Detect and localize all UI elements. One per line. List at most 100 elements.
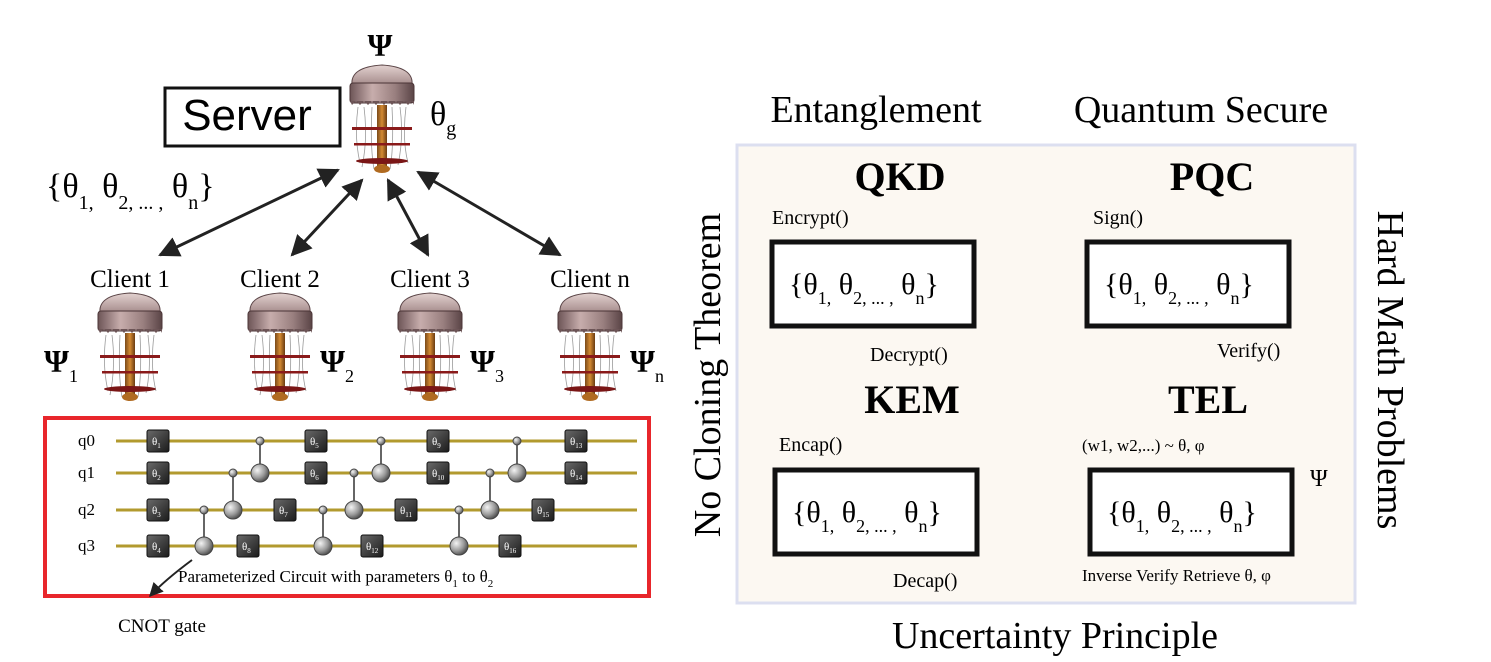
server-global-theta: θg bbox=[430, 96, 456, 140]
client-quantum-computer-icon bbox=[557, 292, 623, 402]
quadrant-bottom-label: Decap() bbox=[893, 570, 957, 592]
parameter-box-text: {θ1, θ2, ... , θn} bbox=[792, 496, 942, 536]
rotation-gate: θ14 bbox=[564, 461, 588, 485]
quadrant-title: KEM bbox=[864, 377, 960, 422]
rotation-gate: θ11 bbox=[394, 498, 418, 522]
rotation-gate: θ1 bbox=[146, 429, 170, 453]
server-client-links bbox=[158, 168, 562, 257]
cnot-control-dot bbox=[376, 436, 386, 446]
cnot-target bbox=[371, 463, 391, 483]
client-label: Client 1 bbox=[90, 266, 170, 293]
rotation-gate: θ16 bbox=[498, 534, 522, 558]
cnot-target bbox=[194, 536, 214, 556]
rotation-gate: θ5 bbox=[304, 429, 328, 453]
link-client-3 bbox=[386, 178, 430, 257]
quadrant-title: PQC bbox=[1170, 154, 1254, 199]
label-no-cloning-theorem: No Cloning Theorem bbox=[687, 213, 729, 537]
cnot-control-dot bbox=[255, 436, 265, 446]
client-quantum-computer-icon bbox=[397, 292, 463, 402]
server-label-box bbox=[163, 86, 342, 148]
quadrant-top-label: (w1, w2,...) ~ θ, φ bbox=[1082, 436, 1205, 455]
circuit-caption: Parameterized Circuit with parameters θ1… bbox=[178, 567, 493, 590]
cnot-control-dot bbox=[318, 505, 328, 515]
quadrant-bottom-label: Inverse Verify Retrieve θ, φ bbox=[1082, 566, 1271, 585]
rotation-gate: θ6 bbox=[304, 461, 328, 485]
label-uncertainty-principle: Uncertainty Principle bbox=[892, 615, 1218, 657]
qubit-label: q2 bbox=[78, 500, 95, 519]
cnot-control-dot bbox=[454, 505, 464, 515]
parameter-box-text: {θ1, θ2, ... , θn} bbox=[789, 268, 939, 308]
parameter-box bbox=[769, 239, 977, 329]
gate-theta-label: θ8 bbox=[242, 541, 251, 555]
qubit-label: q0 bbox=[78, 431, 95, 450]
server-label: Server bbox=[182, 91, 312, 140]
cnot-control-dot bbox=[512, 436, 522, 446]
parameterized-circuit: q0q1q2q3θ1θ2θ3θ4θ5θ6θ7θ8θ9θ10θ11θ12θ13θ1… bbox=[78, 429, 637, 558]
cnot-target bbox=[507, 463, 527, 483]
client-state-psi: Ψn bbox=[630, 343, 664, 386]
client-label: Client 3 bbox=[390, 266, 470, 293]
gate-theta-label: θ1 bbox=[152, 436, 161, 450]
label-hard-math-problems: Hard Math Problems bbox=[1369, 211, 1411, 530]
quadrant-kem: KEM Encap() {θ1, θ2, ... , θn} Decap() bbox=[772, 377, 980, 592]
gate-theta-label: θ7 bbox=[279, 505, 288, 519]
quadrant-title: QKD bbox=[854, 154, 945, 199]
link-client-2 bbox=[290, 178, 364, 257]
label-quantum-secure: Quantum Secure bbox=[1074, 89, 1328, 131]
server-parameter-set: {θ1, θ2, ... , θn} bbox=[46, 168, 215, 214]
rotation-gate: θ13 bbox=[564, 429, 588, 453]
teleport-state-psi: Ψ bbox=[1310, 466, 1328, 492]
client-label: Client n bbox=[550, 266, 630, 293]
parameter-box bbox=[772, 467, 980, 557]
gate-theta-label: θ6 bbox=[310, 468, 319, 482]
label-entanglement: Entanglement bbox=[770, 89, 981, 131]
gate-theta-label: θ3 bbox=[152, 505, 161, 519]
cnot-gate-label: CNOT gate bbox=[118, 616, 206, 637]
cnot-target bbox=[449, 536, 469, 556]
rotation-gate: θ10 bbox=[426, 461, 450, 485]
server-quantum-computer-icon bbox=[349, 64, 415, 174]
gate-theta-label: θ5 bbox=[310, 436, 319, 450]
parameter-box-text: {θ1, θ2, ... , θn} bbox=[1104, 268, 1254, 308]
client-state-psi: Ψ2 bbox=[320, 343, 354, 386]
cnot-target bbox=[250, 463, 270, 483]
rotation-gate: θ4 bbox=[146, 534, 170, 558]
quadrant-bottom-label: Decrypt() bbox=[870, 344, 948, 366]
quadrant-pqc: PQC Sign() {θ1, θ2, ... , θn} Verify() bbox=[1084, 154, 1292, 362]
cnot-pointer-arrow bbox=[149, 559, 193, 598]
link-client-n bbox=[416, 170, 562, 257]
gate-theta-label: θ9 bbox=[432, 436, 441, 450]
quadrant-title: TEL bbox=[1168, 377, 1248, 422]
quadrant-tel: TEL (w1, w2,...) ~ θ, φ {θ1, θ2, ... , θn}… bbox=[1082, 377, 1328, 585]
rotation-gate: θ3 bbox=[146, 498, 170, 522]
quadrant-top-label: Encrypt() bbox=[772, 207, 849, 229]
quadrant-top-label: Encap() bbox=[779, 434, 842, 456]
rotation-gate: θ2 bbox=[146, 461, 170, 485]
parameter-box bbox=[1087, 467, 1295, 557]
qubit-label: q3 bbox=[78, 536, 95, 555]
cnot-target bbox=[313, 536, 333, 556]
gate-theta-label: θ4 bbox=[152, 541, 161, 555]
cnot-control-dot bbox=[349, 468, 359, 478]
rotation-gate: θ9 bbox=[426, 429, 450, 453]
qubit-label: q1 bbox=[78, 463, 95, 482]
client-quantum-computer-icon bbox=[247, 292, 313, 402]
rotation-gate: θ15 bbox=[531, 498, 555, 522]
parameter-box bbox=[1084, 239, 1292, 329]
cnot-control-dot bbox=[199, 505, 209, 515]
parameter-box-text: {θ1, θ2, ... , θn} bbox=[1107, 496, 1257, 536]
client-label: Client 2 bbox=[240, 266, 320, 293]
rotation-gate: θ7 bbox=[273, 498, 297, 522]
client-state-psi: Ψ3 bbox=[470, 343, 504, 386]
client-quantum-computer-icon bbox=[97, 292, 163, 402]
rotation-gate: θ8 bbox=[236, 534, 260, 558]
quadrant-bottom-label: Verify() bbox=[1217, 340, 1280, 362]
cnot-target bbox=[223, 500, 243, 520]
cnot-target bbox=[480, 500, 500, 520]
server-state-psi: Ψ bbox=[368, 27, 393, 63]
quadrant-top-label: Sign() bbox=[1093, 207, 1143, 229]
